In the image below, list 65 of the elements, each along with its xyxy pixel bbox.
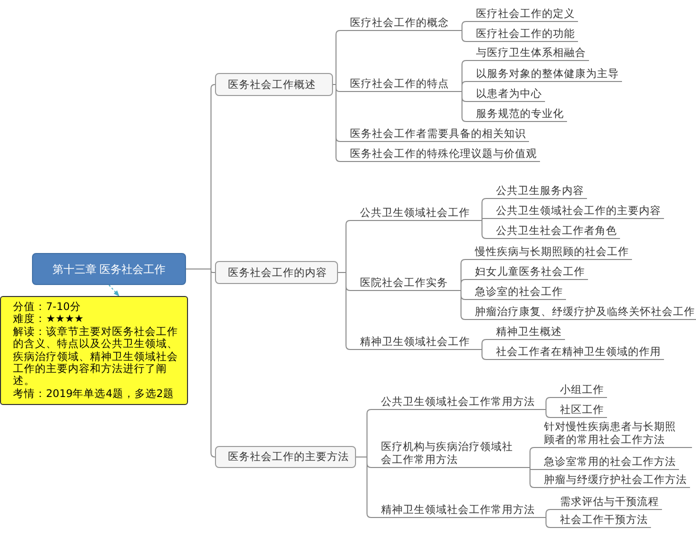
topic-label: 服务规范的专业化 <box>466 105 567 122</box>
connector-line <box>482 198 486 221</box>
topic-label: 急诊室常用的社会工作方法 <box>534 453 679 470</box>
connector-line <box>462 81 466 92</box>
topic-label: 公共卫生领域社会工作的主要内容 <box>486 202 664 219</box>
topic-label: 社会工作者在精神卫生领域的作用 <box>486 343 664 360</box>
topic-label: 公共卫生社会工作者角色 <box>486 222 620 239</box>
topic-label: 精神卫生领域社会工作常用方法 <box>371 501 546 518</box>
connector-line <box>462 21 466 31</box>
topic-box: 医务社会工作概述 <box>215 73 333 96</box>
connector-line <box>482 349 486 360</box>
topic-label: 小组工作 <box>550 381 607 398</box>
topic-label: 精神卫生概述 <box>486 323 565 340</box>
connector-line <box>546 509 550 518</box>
topic-label: 医疗机构与疾病治疗领域社会工作常用方法 <box>371 439 530 468</box>
connector-line <box>530 467 534 470</box>
root-topic-box: 第十三章 医务社会工作 <box>32 253 186 285</box>
topic-label: 医务社会工作的特殊伦理议题与价值观 <box>340 145 540 162</box>
topic-label: 医疗社会工作的定义 <box>466 5 578 22</box>
topic-label: 肿瘤与纾缓疗护社会工作方法 <box>534 471 690 488</box>
connector-line <box>186 268 216 458</box>
note-box <box>0 296 188 405</box>
connector-line <box>530 447 534 468</box>
topic-label: 精神卫生领域社会工作 <box>350 333 482 350</box>
connector-line <box>546 397 550 410</box>
connector-line <box>460 290 466 320</box>
connector-line <box>482 339 486 350</box>
topic-label: 医疗社会工作的功能 <box>466 25 578 42</box>
topic-label: 公共卫生服务内容 <box>486 182 587 199</box>
connector-line <box>482 218 486 221</box>
topic-label: 需求评估与干预流程 <box>550 493 662 510</box>
note-text: 考情：2019年单选4题，多选2题 <box>13 388 176 400</box>
connector-line <box>462 91 466 122</box>
topic-label: 社区工作 <box>550 401 607 418</box>
topic-label: 急诊室的社会工作 <box>465 283 566 300</box>
connector-line <box>546 517 550 528</box>
topic-box: 医务社会工作的主要方法 <box>215 446 356 468</box>
topic-label: 社会工作干预方法 <box>550 511 651 528</box>
topic-label: 针对慢性疾病患者与长期照顾者的常用社会工作方法 <box>534 419 692 448</box>
connector-line <box>546 409 550 418</box>
topic-label: 医疗社会工作的概念 <box>340 14 462 31</box>
connector-line <box>530 467 534 488</box>
topic-label: 以服务对象的整体健康为主导 <box>466 65 622 82</box>
topic-label: 医务社会工作者需要具备的相关知识 <box>340 125 529 142</box>
connector-line <box>332 84 340 162</box>
topic-box: 医务社会工作的内容 <box>215 261 338 284</box>
note-text: 解读：该章节主要对医务社会工作的含义、特点以及公共卫生领域、疾病治疗领域、精神卫生领域社会工作的主要内容和方法进行了阐述。 <box>13 326 179 388</box>
connector-line <box>338 272 350 350</box>
dashed-arrow <box>108 284 120 296</box>
topic-label: 慢性疾病与长期照顾的社会工作 <box>465 243 632 260</box>
connector-line <box>482 220 486 239</box>
topic-label: 公共卫生领域社会工作常用方法 <box>371 393 546 410</box>
connector-line <box>460 279 466 291</box>
connector-line <box>332 30 340 85</box>
topic-label: 医疗社会工作的特点 <box>340 75 462 92</box>
topic-label: 肿瘤治疗康复、纾缓疗护及临终关怀社会工作 <box>465 303 696 320</box>
topic-label: 公共卫生领域社会工作 <box>350 204 482 221</box>
note-text: 难度：★★★★ <box>13 313 85 326</box>
topic-label: 妇女儿童医务社会工作 <box>465 263 588 280</box>
topic-label: 以患者为中心 <box>466 85 545 102</box>
topic-label: 医院社会工作实务 <box>350 274 461 291</box>
note-text: 分值：7-10分 <box>13 301 82 313</box>
topic-label: 与医疗卫生体系相融合 <box>466 44 589 61</box>
connector-line <box>356 456 372 518</box>
connector-line <box>462 30 466 42</box>
